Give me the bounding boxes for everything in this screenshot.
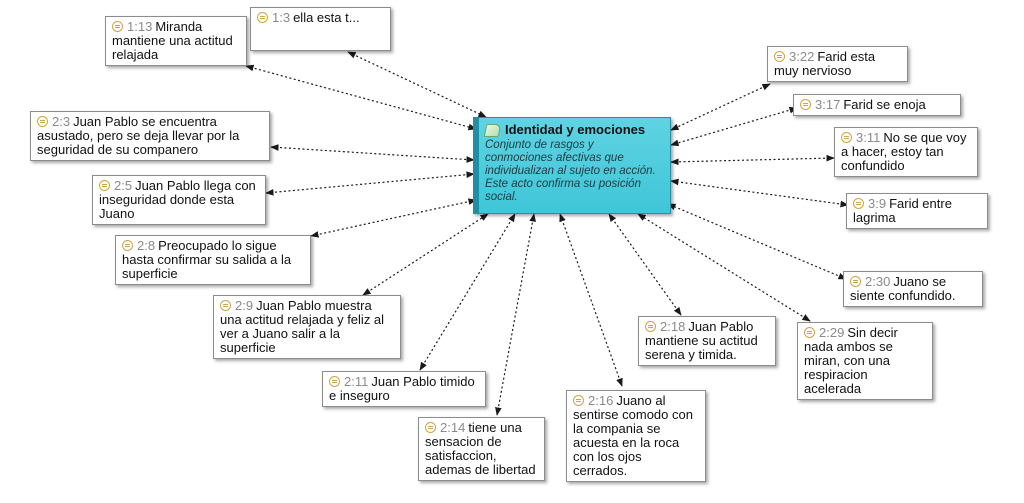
quotation-icon [850,276,861,287]
quotation-ref: 2:18 [660,319,686,334]
link-q3-17[interactable] [670,106,798,147]
link-q2-29[interactable] [637,213,811,322]
quotation-text: tiene una sensacion de satisfaccion, ade… [425,420,536,477]
quotation-icon [220,300,231,311]
link-q2-11[interactable] [419,213,516,371]
quotation-icon [112,21,123,32]
code-description: Conjunto de rasgos y conmociones afectiv… [485,139,656,203]
quotation-text: Juan Pablo llega con inseguridad donde e… [99,178,256,221]
link-q1-13[interactable] [245,64,477,131]
link-q2-16[interactable] [559,213,623,387]
link-q2-5[interactable] [265,171,475,196]
quotation-ref: 2:9 [235,298,254,313]
quotation-icon [841,132,852,143]
quotation-ref: 2:11 [344,374,369,389]
link-q2-8[interactable] [310,198,477,238]
quotation-text: Farid esta muy nervioso [774,49,876,78]
quotation-ref: 3:9 [868,196,887,211]
code-icon [483,123,502,137]
quotation-icon [804,327,815,338]
quotation-ref: 3:17 [815,97,841,112]
quotation-icon [99,180,110,191]
link-q1-3[interactable] [347,51,487,118]
quotation-ref: 2:16 [588,393,614,408]
link-q2-9[interactable] [362,213,489,296]
quotation-ref: 2:3 [52,114,71,129]
quotation-text: Juan Pablo muestra una actitud relajada … [220,298,385,355]
quotation-ref: 2:8 [137,238,156,253]
quotation-text: Juano al sentirse comodo con la compania… [573,393,693,478]
quotation-text: Sin decir nada ambos se miran, con una r… [804,325,898,396]
link-q2-14[interactable] [495,213,536,416]
code-node-identidad-y-emociones[interactable]: Identidad y emociones Conjunto de rasgos… [473,117,671,214]
link-q3-9[interactable] [670,178,849,208]
quotation-icon [329,376,340,387]
quotation-text: Juan Pablo mantiene su actitud serena y … [645,319,758,362]
quotation-ref: 2:29 [819,325,845,340]
quotation-text: Juan Pablo se encuentra asustado, pero s… [37,114,240,157]
quotation-icon [774,51,785,62]
link-q2-18[interactable] [608,213,682,316]
link-q2-3[interactable] [270,144,475,163]
quotation-icon [645,321,656,332]
quotation-text: Farid se enoja [843,97,926,112]
link-q2-30[interactable] [667,203,847,280]
quotation-icon [122,240,133,251]
quotation-ref: 2:30 [865,274,891,289]
quotation-ref: 3:11 [856,130,881,145]
quotation-ref: 3:22 [789,49,815,64]
quotation-ref: 2:14 [440,420,466,435]
quotation-icon [37,116,48,127]
code-title: Identidad y emociones [505,122,646,137]
quotation-text: Juan Pablo timido e inseguro [329,374,475,403]
quotation-ref: 1:13 [127,19,153,34]
quotation-text: Miranda mantiene una actitud relajada [112,19,233,62]
quotation-icon [853,198,864,209]
quotation-icon [573,395,584,406]
link-q3-22[interactable] [670,83,771,131]
quotation-icon [257,12,268,23]
quotation-text: No se que voy a hacer, estoy tan confund… [841,130,967,173]
quotation-text: Farid entre lagrima [853,196,952,225]
quotation-text: Preocupado lo sigue hasta confirmar su s… [122,238,292,281]
quotation-ref: 2:5 [114,178,133,193]
quotation-icon [800,99,811,110]
quotation-text: ella esta t... [293,10,360,25]
quotation-text: Juano se siente confundido. [850,274,956,303]
quotation-icon [425,422,436,433]
link-q3-11[interactable] [670,154,835,166]
quotation-ref: 1:3 [272,10,291,25]
